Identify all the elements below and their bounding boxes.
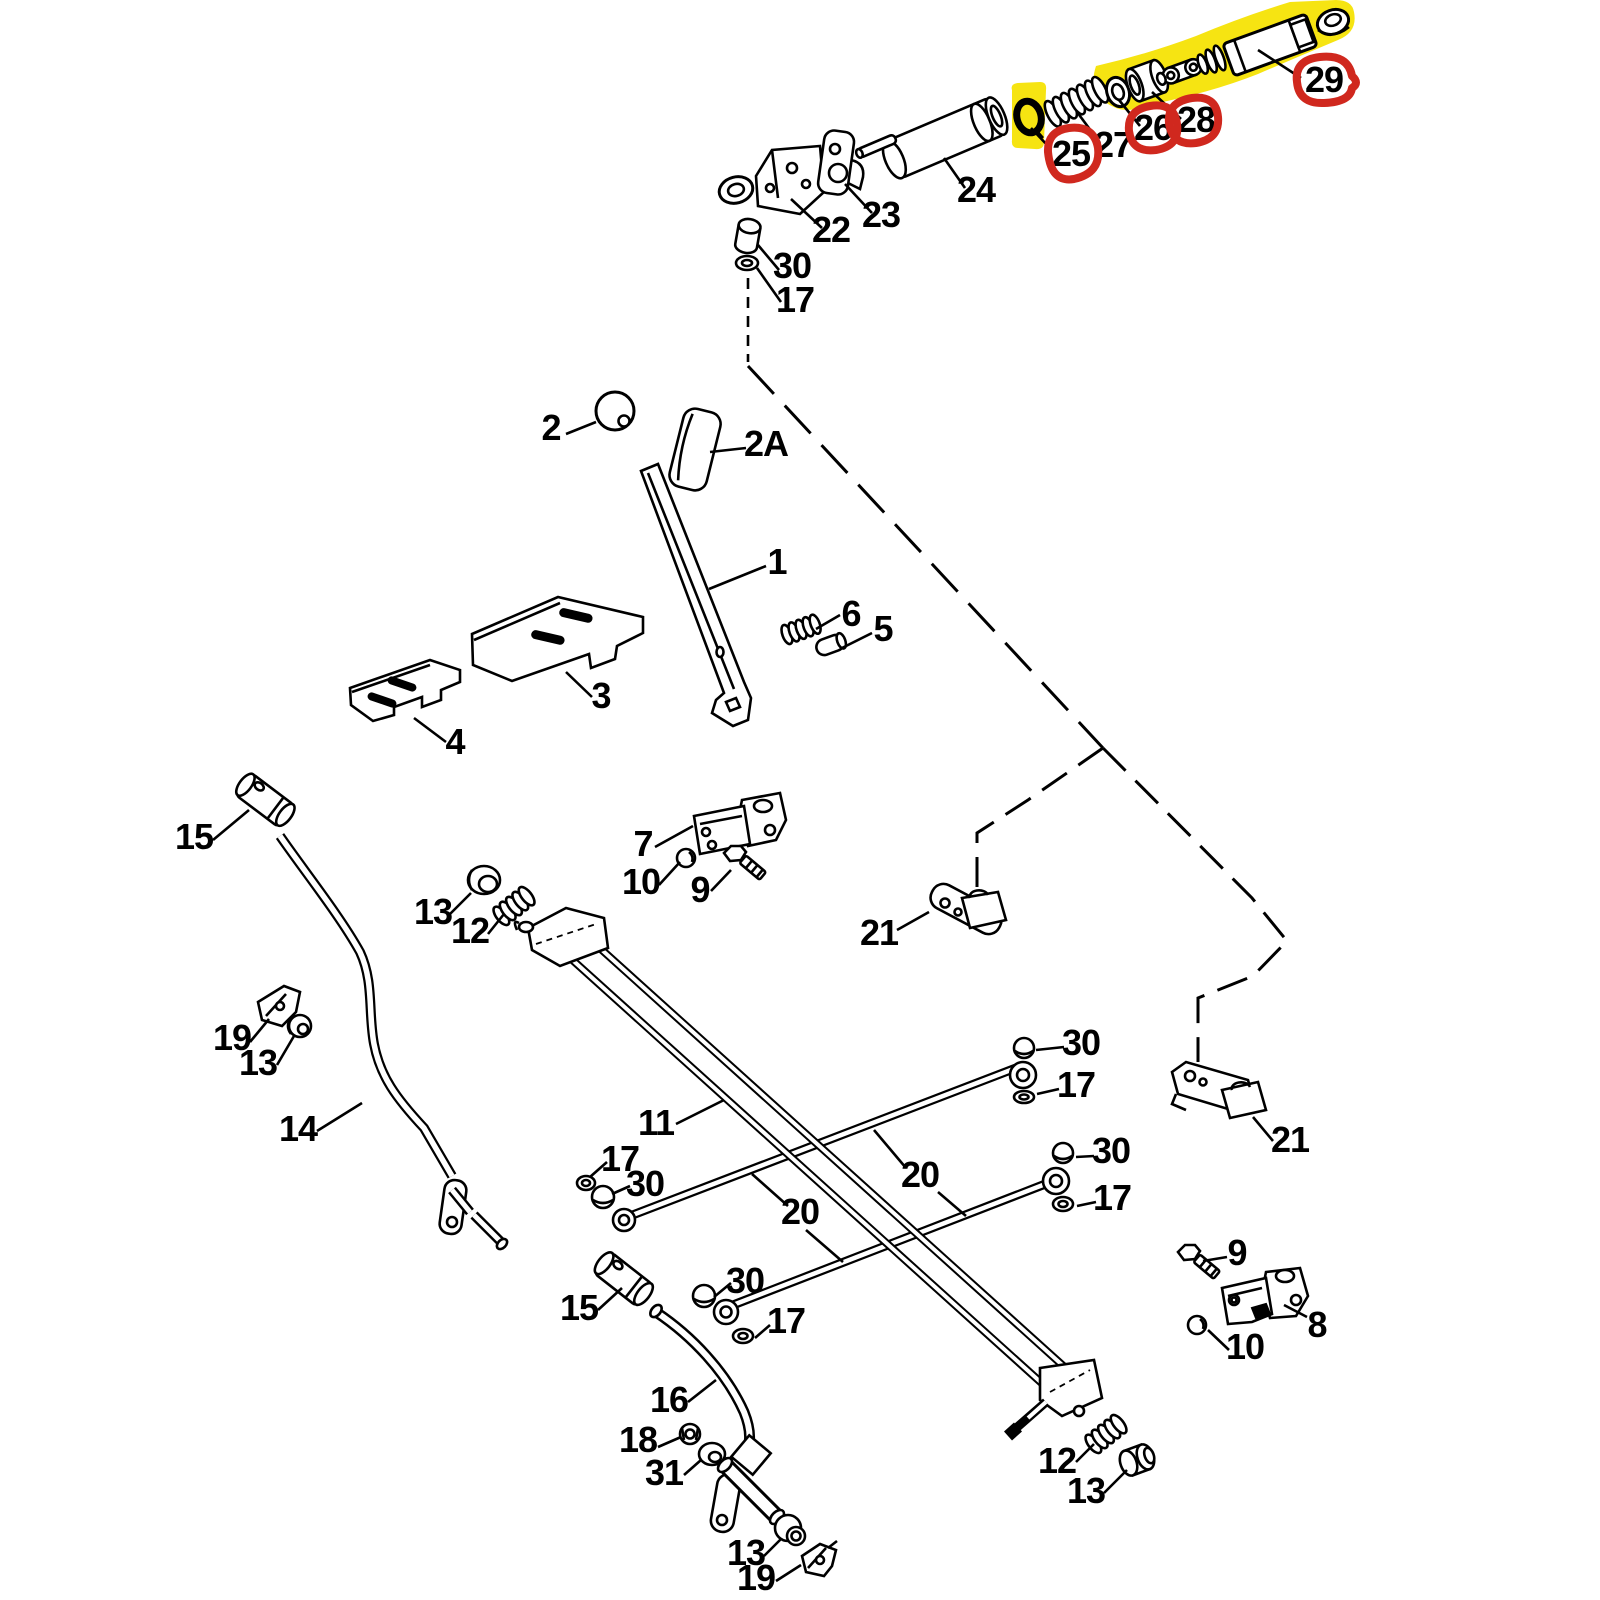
part-15-sleeve-left-drawing [234, 772, 296, 828]
label-21-lower: 21 [1271, 1119, 1310, 1160]
part-14-rod-drawing [275, 833, 509, 1251]
part-17-washer-top-drawing [734, 254, 760, 272]
part-13-bushing-left-drawing [286, 1013, 313, 1039]
label-5: 5 [873, 608, 893, 649]
part-19-bracket-left-drawing [256, 984, 302, 1028]
label-13-left: 13 [239, 1042, 277, 1083]
label-2a: 2A [744, 423, 789, 464]
part-16-rod-drawing [649, 1303, 786, 1534]
label-30-rod-a-low: 30 [626, 1163, 664, 1204]
part-21-lever-upper-drawing [929, 882, 1008, 936]
label-4: 4 [445, 721, 465, 762]
part-6-spring-drawing [780, 613, 822, 646]
part-13-bushing-br-drawing [1118, 1443, 1156, 1477]
part-11-channel-drawing [513, 906, 1104, 1441]
label-13-mid: 13 [414, 891, 452, 932]
part-27-spring-drawing [1043, 75, 1110, 128]
label-11: 11 [638, 1102, 675, 1143]
label-17-top: 17 [776, 279, 814, 320]
part-26-ring-drawing [1104, 75, 1132, 109]
part-31-ring-drawing [697, 1441, 727, 1467]
label-15-left: 15 [175, 816, 214, 857]
part-4-plate-drawing [348, 658, 462, 723]
part-8-clevis-drawing [1220, 1266, 1310, 1326]
part-2a-grip-drawing [668, 407, 722, 492]
part-10-ball-br-drawing [1186, 1314, 1208, 1336]
part-2-knob-drawing [594, 390, 636, 432]
label-9-br: 9 [1227, 1232, 1246, 1273]
part-3-plate-drawing [470, 595, 645, 683]
part-5-pin-drawing [815, 631, 848, 657]
red-circle-26 [1124, 101, 1182, 155]
dashed-assembly-lines [746, 278, 1290, 1062]
label-18: 18 [619, 1419, 657, 1460]
label-12-br: 12 [1038, 1440, 1076, 1481]
label-12-mid: 12 [451, 910, 489, 951]
label-19-bottom: 19 [737, 1557, 775, 1598]
label-17-rod-a-low: 17 [601, 1138, 639, 1179]
ball-joint-30 [590, 1184, 616, 1210]
part-labels: 1 2 2A 3 4 5 6 7 8 9 9 10 10 11 12 12 13… [175, 59, 1344, 1598]
label-19-left: 19 [213, 1017, 251, 1058]
label-29: 29 [1305, 59, 1343, 100]
label-1: 1 [767, 541, 787, 582]
red-circle-28 [1164, 93, 1223, 148]
part-20-rod-a-drawing [575, 1036, 1038, 1233]
label-15-bottom: 15 [560, 1287, 599, 1328]
label-8: 8 [1307, 1304, 1326, 1345]
label-6: 6 [841, 593, 860, 634]
label-25: 25 [1052, 133, 1091, 174]
part-25-snap-ring-drawing [1013, 97, 1045, 139]
part-12-spring-br-drawing [1084, 1413, 1128, 1455]
part-24-pin-drawing [854, 96, 1009, 180]
label-14: 14 [279, 1108, 318, 1149]
label-2: 2 [541, 407, 560, 448]
label-30-top: 30 [773, 245, 811, 286]
label-30-rod-a-up: 30 [1062, 1022, 1100, 1063]
label-30-rod-b-up: 30 [1092, 1130, 1130, 1171]
label-17-rod-b-low: 17 [767, 1300, 805, 1341]
red-circle-25 [1043, 123, 1103, 184]
part-29-cylinder-drawing [1155, 7, 1351, 86]
label-3: 3 [591, 675, 610, 716]
part-21-lever-lower-drawing [1170, 1060, 1268, 1120]
label-24: 24 [957, 169, 996, 210]
label-7: 7 [633, 823, 652, 864]
part-22-bracket-drawing [717, 144, 826, 216]
label-30-rod-b-low: 30 [726, 1260, 764, 1301]
label-23: 23 [862, 194, 900, 235]
part-13-bushing-mid-drawing [466, 864, 502, 896]
label-20-b: 20 [901, 1154, 939, 1195]
part-10-ball-mid-drawing [675, 847, 697, 869]
part-9-bolt-mid-drawing [722, 844, 767, 881]
red-annotation-circles [1043, 52, 1360, 184]
part-19-bracket-bottom-drawing [800, 1539, 838, 1578]
label-20-a: 20 [781, 1191, 819, 1232]
part-30-bushing-top-drawing [733, 217, 762, 255]
label-31: 31 [645, 1452, 684, 1493]
part-7-clevis-drawing [692, 791, 788, 856]
label-17-rod-b-up: 17 [1093, 1177, 1131, 1218]
part-9-bolt-br-drawing [1176, 1243, 1221, 1280]
label-13-br: 13 [1067, 1470, 1105, 1511]
red-circle-29 [1292, 52, 1360, 108]
part-18-nut-drawing [678, 1422, 702, 1446]
part-15-sleeve-bottom-drawing [593, 1251, 655, 1307]
part-23-plate-drawing [816, 129, 865, 196]
label-10-mid: 10 [622, 861, 660, 902]
label-10-br: 10 [1226, 1326, 1264, 1367]
label-22: 22 [812, 209, 850, 250]
label-17-rod-a-up: 17 [1057, 1064, 1095, 1105]
label-13-bottom: 13 [727, 1532, 765, 1573]
part-13-bushing-bottom-drawing [773, 1513, 807, 1547]
label-9-mid: 9 [690, 869, 709, 910]
part-1-lever-drawing [639, 462, 753, 728]
ball-joint-30 [691, 1283, 717, 1309]
label-21-upper: 21 [860, 912, 899, 953]
label-16: 16 [650, 1379, 688, 1420]
